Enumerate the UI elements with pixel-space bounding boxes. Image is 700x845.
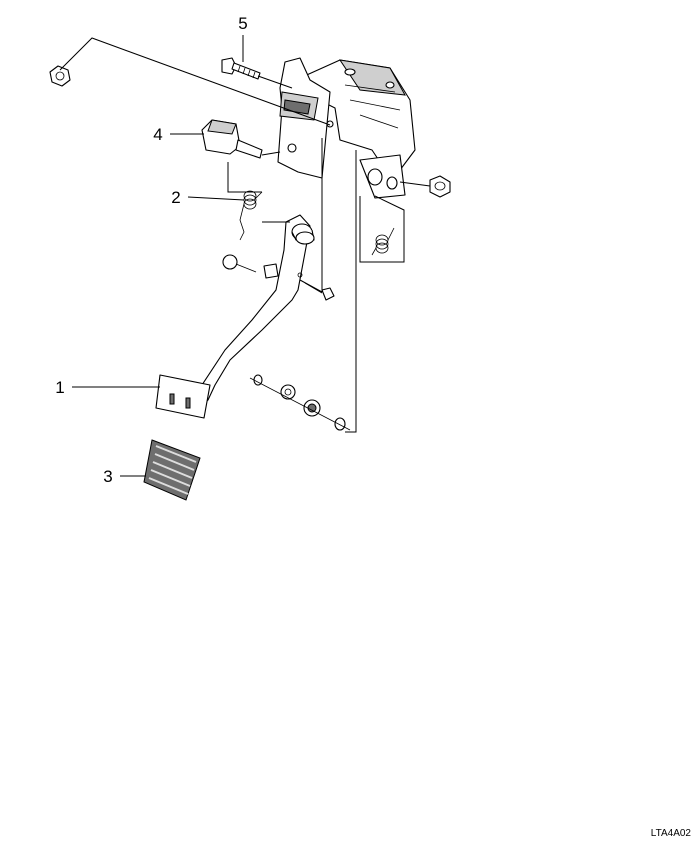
callout-4: 4 [153, 125, 204, 144]
pedal-bracket [277, 57, 416, 199]
flange-nut [429, 175, 451, 198]
pedal-arm [155, 214, 315, 419]
stop-switch [201, 119, 263, 159]
washer-4 [334, 417, 346, 431]
connector-lines [59, 37, 431, 433]
figure-code: LTA4A02 [651, 828, 692, 839]
clip [263, 263, 279, 279]
callout-3: 3 [103, 467, 146, 486]
bushing [222, 254, 257, 273]
callout-1: 1 [55, 378, 160, 397]
lower-spring [371, 227, 395, 256]
pedal-pad [143, 439, 201, 501]
top-nut [49, 65, 71, 87]
bushing-2 [280, 384, 296, 400]
callout-label-4: 4 [153, 125, 162, 144]
callout-label-5: 5 [238, 14, 247, 33]
callout-5: 5 [238, 14, 248, 62]
callout-label-3: 3 [103, 467, 112, 486]
callout-label-1: 1 [55, 378, 64, 397]
callout-label-2: 2 [171, 188, 180, 207]
return-spring [239, 190, 263, 241]
bolt [221, 57, 261, 80]
callout-2: 2 [171, 188, 245, 207]
